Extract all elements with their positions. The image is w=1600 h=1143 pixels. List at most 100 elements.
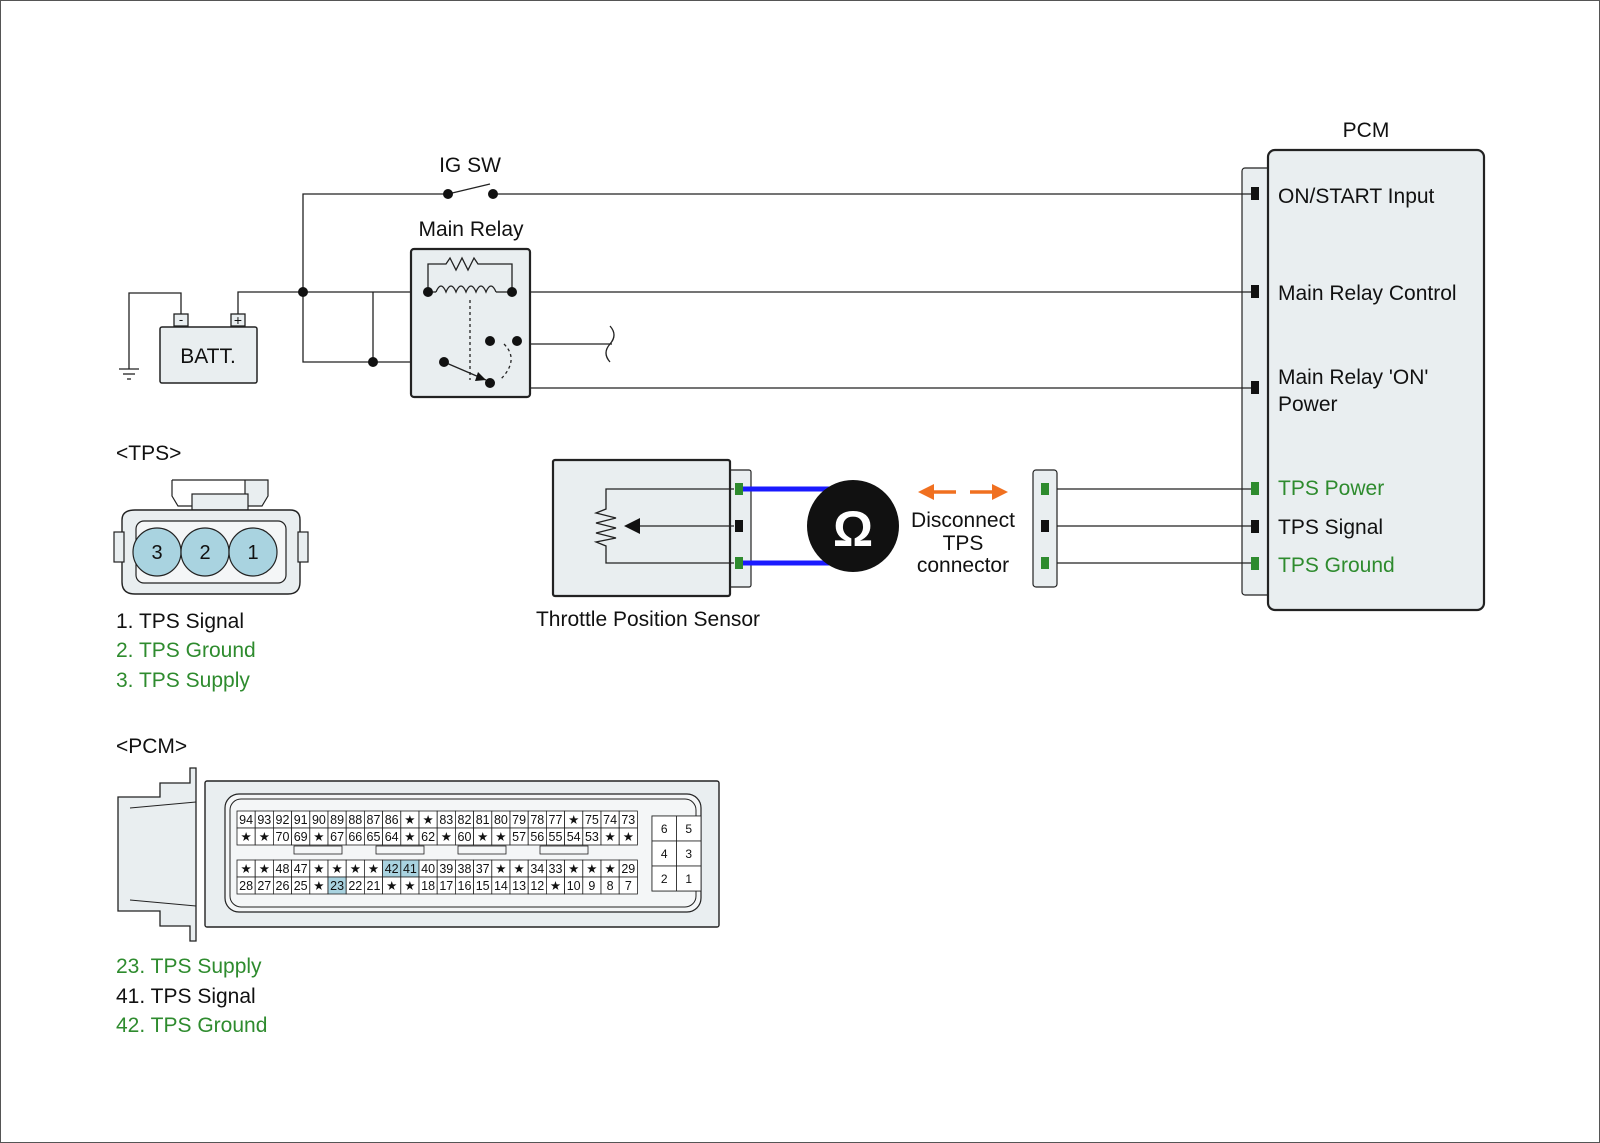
disconnect-line1: Disconnect	[911, 509, 1015, 532]
disconnect-line2: TPS	[943, 532, 984, 555]
pcm-pin-label: 22	[348, 879, 362, 893]
pcm-pin-label: 87	[367, 813, 381, 827]
pcm-title: PCM	[1343, 119, 1390, 142]
pcm-pin-label: 66	[348, 830, 362, 844]
pcm-key-tab	[457, 845, 507, 855]
pcm-pin-label: 82	[458, 813, 472, 827]
pcm-pin-label: 70	[276, 830, 290, 844]
pcm-pin-label: 69	[294, 830, 308, 844]
pcm-pin-terminal	[1251, 520, 1259, 533]
pcm-pin-label: ★	[623, 830, 634, 844]
ig-switch-label: IG SW	[439, 154, 501, 177]
battery-label: BATT.	[180, 345, 236, 368]
pcm-pin-label: 38	[458, 862, 472, 876]
pcm-pin-label: 33	[549, 862, 563, 876]
disconnect-line3: connector	[917, 554, 1009, 577]
pcm-pin-label: 21	[367, 879, 381, 893]
pcm-pin-label: 80	[494, 813, 508, 827]
pcm-pin-label: ★	[404, 830, 415, 844]
pcm-pin-label: 16	[458, 879, 472, 893]
pcm-pin-terminal	[1251, 482, 1259, 495]
pcm-pin-power: Power	[1278, 393, 1338, 416]
pcm-small-pin-cell	[651, 865, 677, 892]
pcm-key-tab	[375, 845, 425, 855]
pcm-pin-label: 67	[330, 830, 344, 844]
pcm-pin-label: 57	[512, 830, 526, 844]
pcm-pin-label: ★	[368, 862, 379, 876]
pcm-pin-label: 90	[312, 813, 326, 827]
junction-dots	[298, 189, 498, 367]
pcm-pin-label: 10	[567, 879, 581, 893]
pcm-small-pin-cell	[676, 815, 702, 842]
pcm-pin-label: ★	[404, 879, 415, 893]
pcm-pin-label: 25	[294, 879, 308, 893]
pcm-pin-terminal	[1251, 557, 1259, 570]
pcm-pin-label: ★	[240, 862, 251, 876]
pcm-key-tab	[539, 845, 589, 855]
throttle-position-sensor: Throttle Position Sensor	[536, 458, 760, 631]
pcm-pin-label: ★	[477, 830, 488, 844]
pcm-key-tab	[293, 845, 343, 855]
pcm-pin-terminal	[1251, 187, 1259, 200]
pcm-small-pin-label: 4	[661, 847, 668, 861]
pcm-pin-label: 60	[458, 830, 472, 844]
pcm-pin-label: ★	[604, 862, 615, 876]
pcm-pin-label: 78	[530, 813, 544, 827]
tps-legend-3: 3. TPS Supply	[116, 669, 250, 692]
pcm-pin-label: 40	[421, 862, 435, 876]
pcm-pin-label: 88	[348, 813, 362, 827]
pcm-pin-tps-ground: TPS Ground	[1278, 554, 1395, 577]
pcm-pin-label: ★	[331, 862, 342, 876]
pcm-pin-label: ★	[240, 830, 251, 844]
pcm-pin-label: ★	[568, 813, 579, 827]
tps-legend-2: 2. TPS Ground	[116, 639, 256, 662]
pcm-pin-label: 37	[476, 862, 490, 876]
pcm-pin-main-relay-control: Main Relay Control	[1278, 282, 1457, 305]
pcm-pin-tps-signal: TPS Signal	[1278, 516, 1383, 539]
pcm-pin-label: 41	[403, 862, 417, 876]
pcm-pin-label: ★	[568, 862, 579, 876]
pcm-pin-terminal	[1251, 285, 1259, 298]
pcm-pin-label: 9	[588, 879, 595, 893]
pcm-pin-label: 28	[239, 879, 253, 893]
pcm-pin-label: 62	[421, 830, 435, 844]
pcm-pin-label: 12	[530, 879, 544, 893]
pcm-small-pin-label: 1	[685, 872, 692, 886]
tps-pin-3: 3	[151, 542, 162, 564]
pcm-pin-label: ★	[386, 879, 397, 893]
pcm-pin-label: ★	[441, 830, 452, 844]
pcm-pin-label: 74	[603, 813, 617, 827]
ohmmeter: Ω	[743, 480, 899, 572]
sensor-label: Throttle Position Sensor	[536, 608, 760, 631]
pcm-legend-2: 41. TPS Signal	[116, 985, 256, 1008]
pcm-pin-label: 56	[530, 830, 544, 844]
pcm-pin-label: 64	[385, 830, 399, 844]
pcm-pin-label: ★	[259, 830, 270, 844]
pcm-pin-label: 75	[585, 813, 599, 827]
pcm-pin-label: 55	[549, 830, 563, 844]
pcm-small-pin-label: 5	[685, 822, 692, 836]
pcm-small-pin-label: 3	[685, 847, 692, 861]
pcm-small-pin-cell	[651, 815, 677, 842]
pcm-pin-label: ★	[259, 862, 270, 876]
pcm-pin-label: 89	[330, 813, 344, 827]
main-relay	[409, 247, 532, 399]
pcm-pin-tps-power: TPS Power	[1278, 477, 1384, 500]
pcm-pin-label: ★	[313, 862, 324, 876]
pcm-pin-label: 29	[621, 862, 635, 876]
pcm-pin-cell	[618, 827, 638, 846]
disconnect-arrows	[918, 484, 1008, 500]
pcm-pin-terminal	[1251, 381, 1259, 394]
tps-connector-title: <TPS>	[116, 442, 181, 465]
battery: - + BATT.	[159, 312, 258, 384]
pcm-pin-label: 53	[585, 830, 599, 844]
pcm-pin-label: 54	[567, 830, 581, 844]
pcm-pin-label: 13	[512, 879, 526, 893]
pcm-pin-label: 83	[439, 813, 453, 827]
pcm-pin-label: 17	[439, 879, 453, 893]
pcm-pin-label: ★	[422, 813, 433, 827]
ohmmeter-symbol: Ω	[833, 501, 873, 557]
